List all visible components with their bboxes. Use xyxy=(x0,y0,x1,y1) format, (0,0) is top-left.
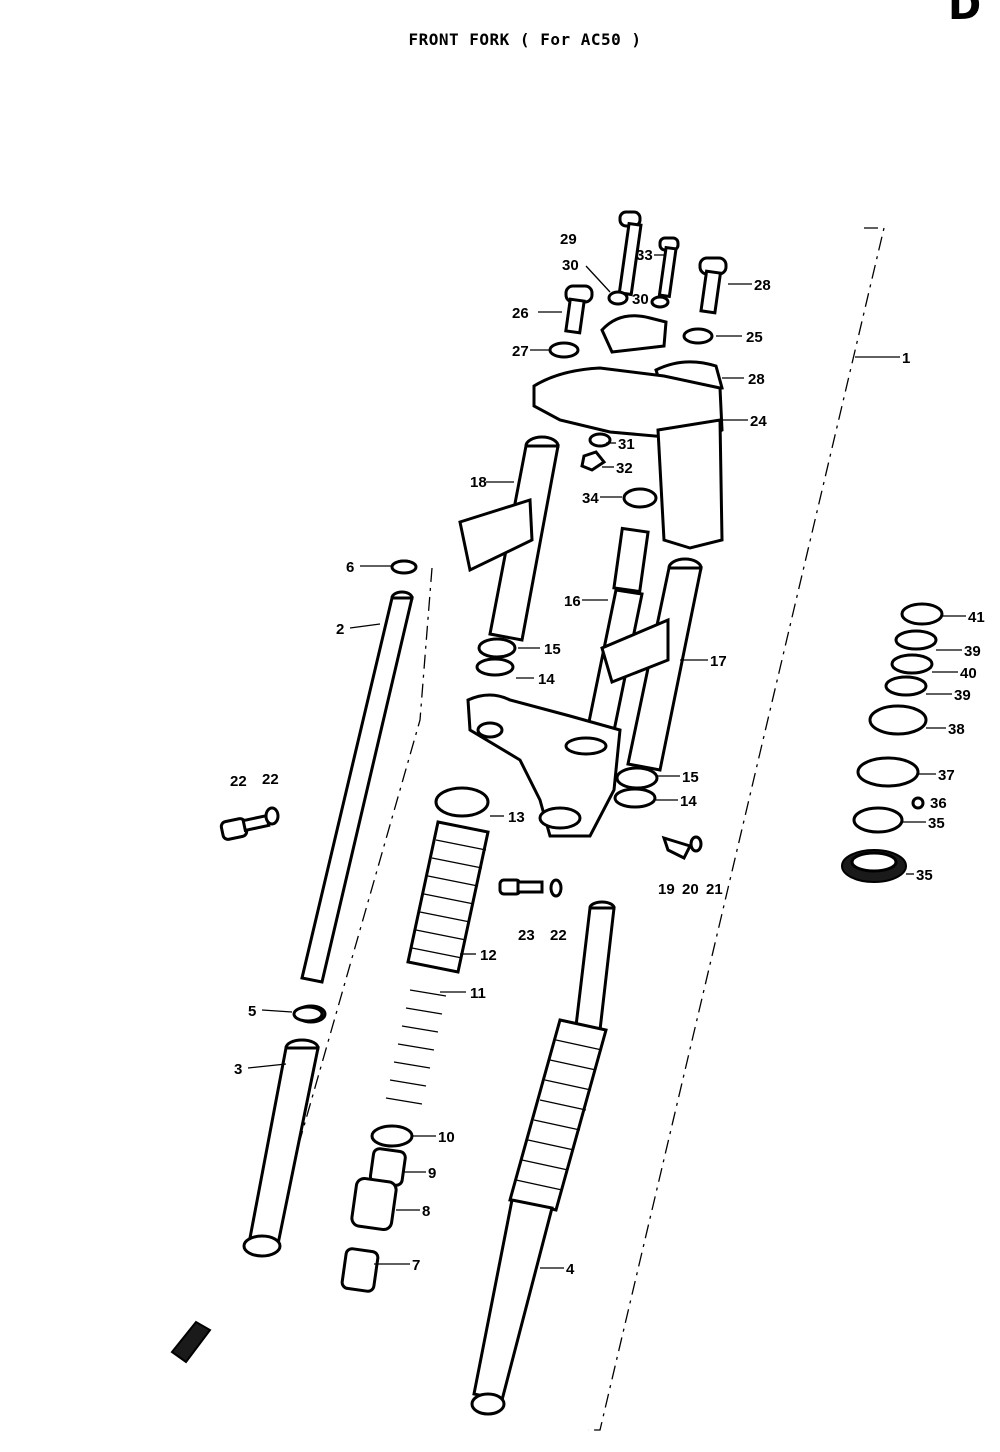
top-bolts xyxy=(548,210,728,359)
callout-35: 35 xyxy=(916,867,933,884)
leader-lines xyxy=(247,254,966,1269)
callout-38: 38 xyxy=(948,721,965,738)
front-direction-icon xyxy=(170,1320,212,1364)
callout-35: 35 xyxy=(928,815,945,832)
callout-29: 29 xyxy=(560,231,577,248)
callout-11: 11 xyxy=(470,985,486,1002)
callout-22: 22 xyxy=(550,927,567,944)
callout-31: 31 xyxy=(618,436,635,453)
diagram-title: FRONT FORK ( For AC50 ) xyxy=(408,30,642,49)
top-bridge xyxy=(532,314,724,550)
callout-40: 40 xyxy=(960,665,977,682)
callout-3: 3 xyxy=(234,1061,242,1078)
callout-20: 20 xyxy=(682,881,699,898)
callout-36: 36 xyxy=(930,795,947,812)
callout-12: 12 xyxy=(480,947,497,964)
steering-bearing-stack xyxy=(841,602,944,883)
callout-9: 9 xyxy=(428,1165,436,1182)
callout-25: 25 xyxy=(746,329,763,346)
callout-13: 13 xyxy=(508,809,525,826)
callout-10: 10 xyxy=(438,1129,455,1146)
callout-27: 27 xyxy=(512,343,529,360)
page-code: D xyxy=(948,0,982,29)
outer-tube-left xyxy=(242,1004,327,1258)
callout-19: 19 xyxy=(658,881,675,898)
callout-15: 15 xyxy=(682,769,699,786)
callout-26: 26 xyxy=(512,305,529,322)
callout-34: 34 xyxy=(582,490,599,507)
callout-14: 14 xyxy=(538,671,555,688)
fork-cover-left xyxy=(458,435,560,677)
fork-boot xyxy=(406,786,490,974)
callout-33: 33 xyxy=(636,247,653,264)
fork-spring xyxy=(385,989,447,1105)
callout-28: 28 xyxy=(754,277,771,294)
outer-fork-leg xyxy=(470,900,616,1416)
assembly-bracket xyxy=(588,227,900,1431)
callout-7: 7 xyxy=(412,1257,420,1274)
callout-16: 16 xyxy=(564,593,581,610)
callout-30: 30 xyxy=(632,291,649,308)
callout-17: 17 xyxy=(710,653,727,670)
callout-24: 24 xyxy=(750,413,767,430)
callout-22: 22 xyxy=(262,771,279,788)
callout-21: 21 xyxy=(706,881,723,898)
callout-39: 39 xyxy=(964,643,981,660)
callout-18: 18 xyxy=(470,474,487,491)
callout-8: 8 xyxy=(422,1203,430,1220)
callout-6: 6 xyxy=(346,559,354,576)
callout-labels: 29 30 33 30 28 26 25 27 28 24 1 31 32 34… xyxy=(230,231,985,1278)
callout-39: 39 xyxy=(954,687,971,704)
callout-37: 37 xyxy=(938,767,955,784)
callout-2: 2 xyxy=(336,621,344,638)
callout-41: 41 xyxy=(968,609,985,626)
callout-32: 32 xyxy=(616,460,633,477)
callout-14: 14 xyxy=(680,793,697,810)
callout-15: 15 xyxy=(544,641,561,658)
lower-bracket xyxy=(466,693,622,838)
callout-23: 23 xyxy=(518,927,535,944)
fork-spacers xyxy=(340,1124,414,1293)
small-hardware xyxy=(219,559,703,1023)
inner-tube xyxy=(300,559,416,984)
fork-cover-right xyxy=(600,557,703,809)
callout-4: 4 xyxy=(566,1261,575,1278)
callout-1: 1 xyxy=(902,350,910,367)
callout-5: 5 xyxy=(248,1003,256,1020)
guide-line-left xyxy=(299,567,433,1141)
callout-22: 22 xyxy=(230,773,247,790)
callout-28: 28 xyxy=(748,371,765,388)
callout-30: 30 xyxy=(562,257,579,274)
